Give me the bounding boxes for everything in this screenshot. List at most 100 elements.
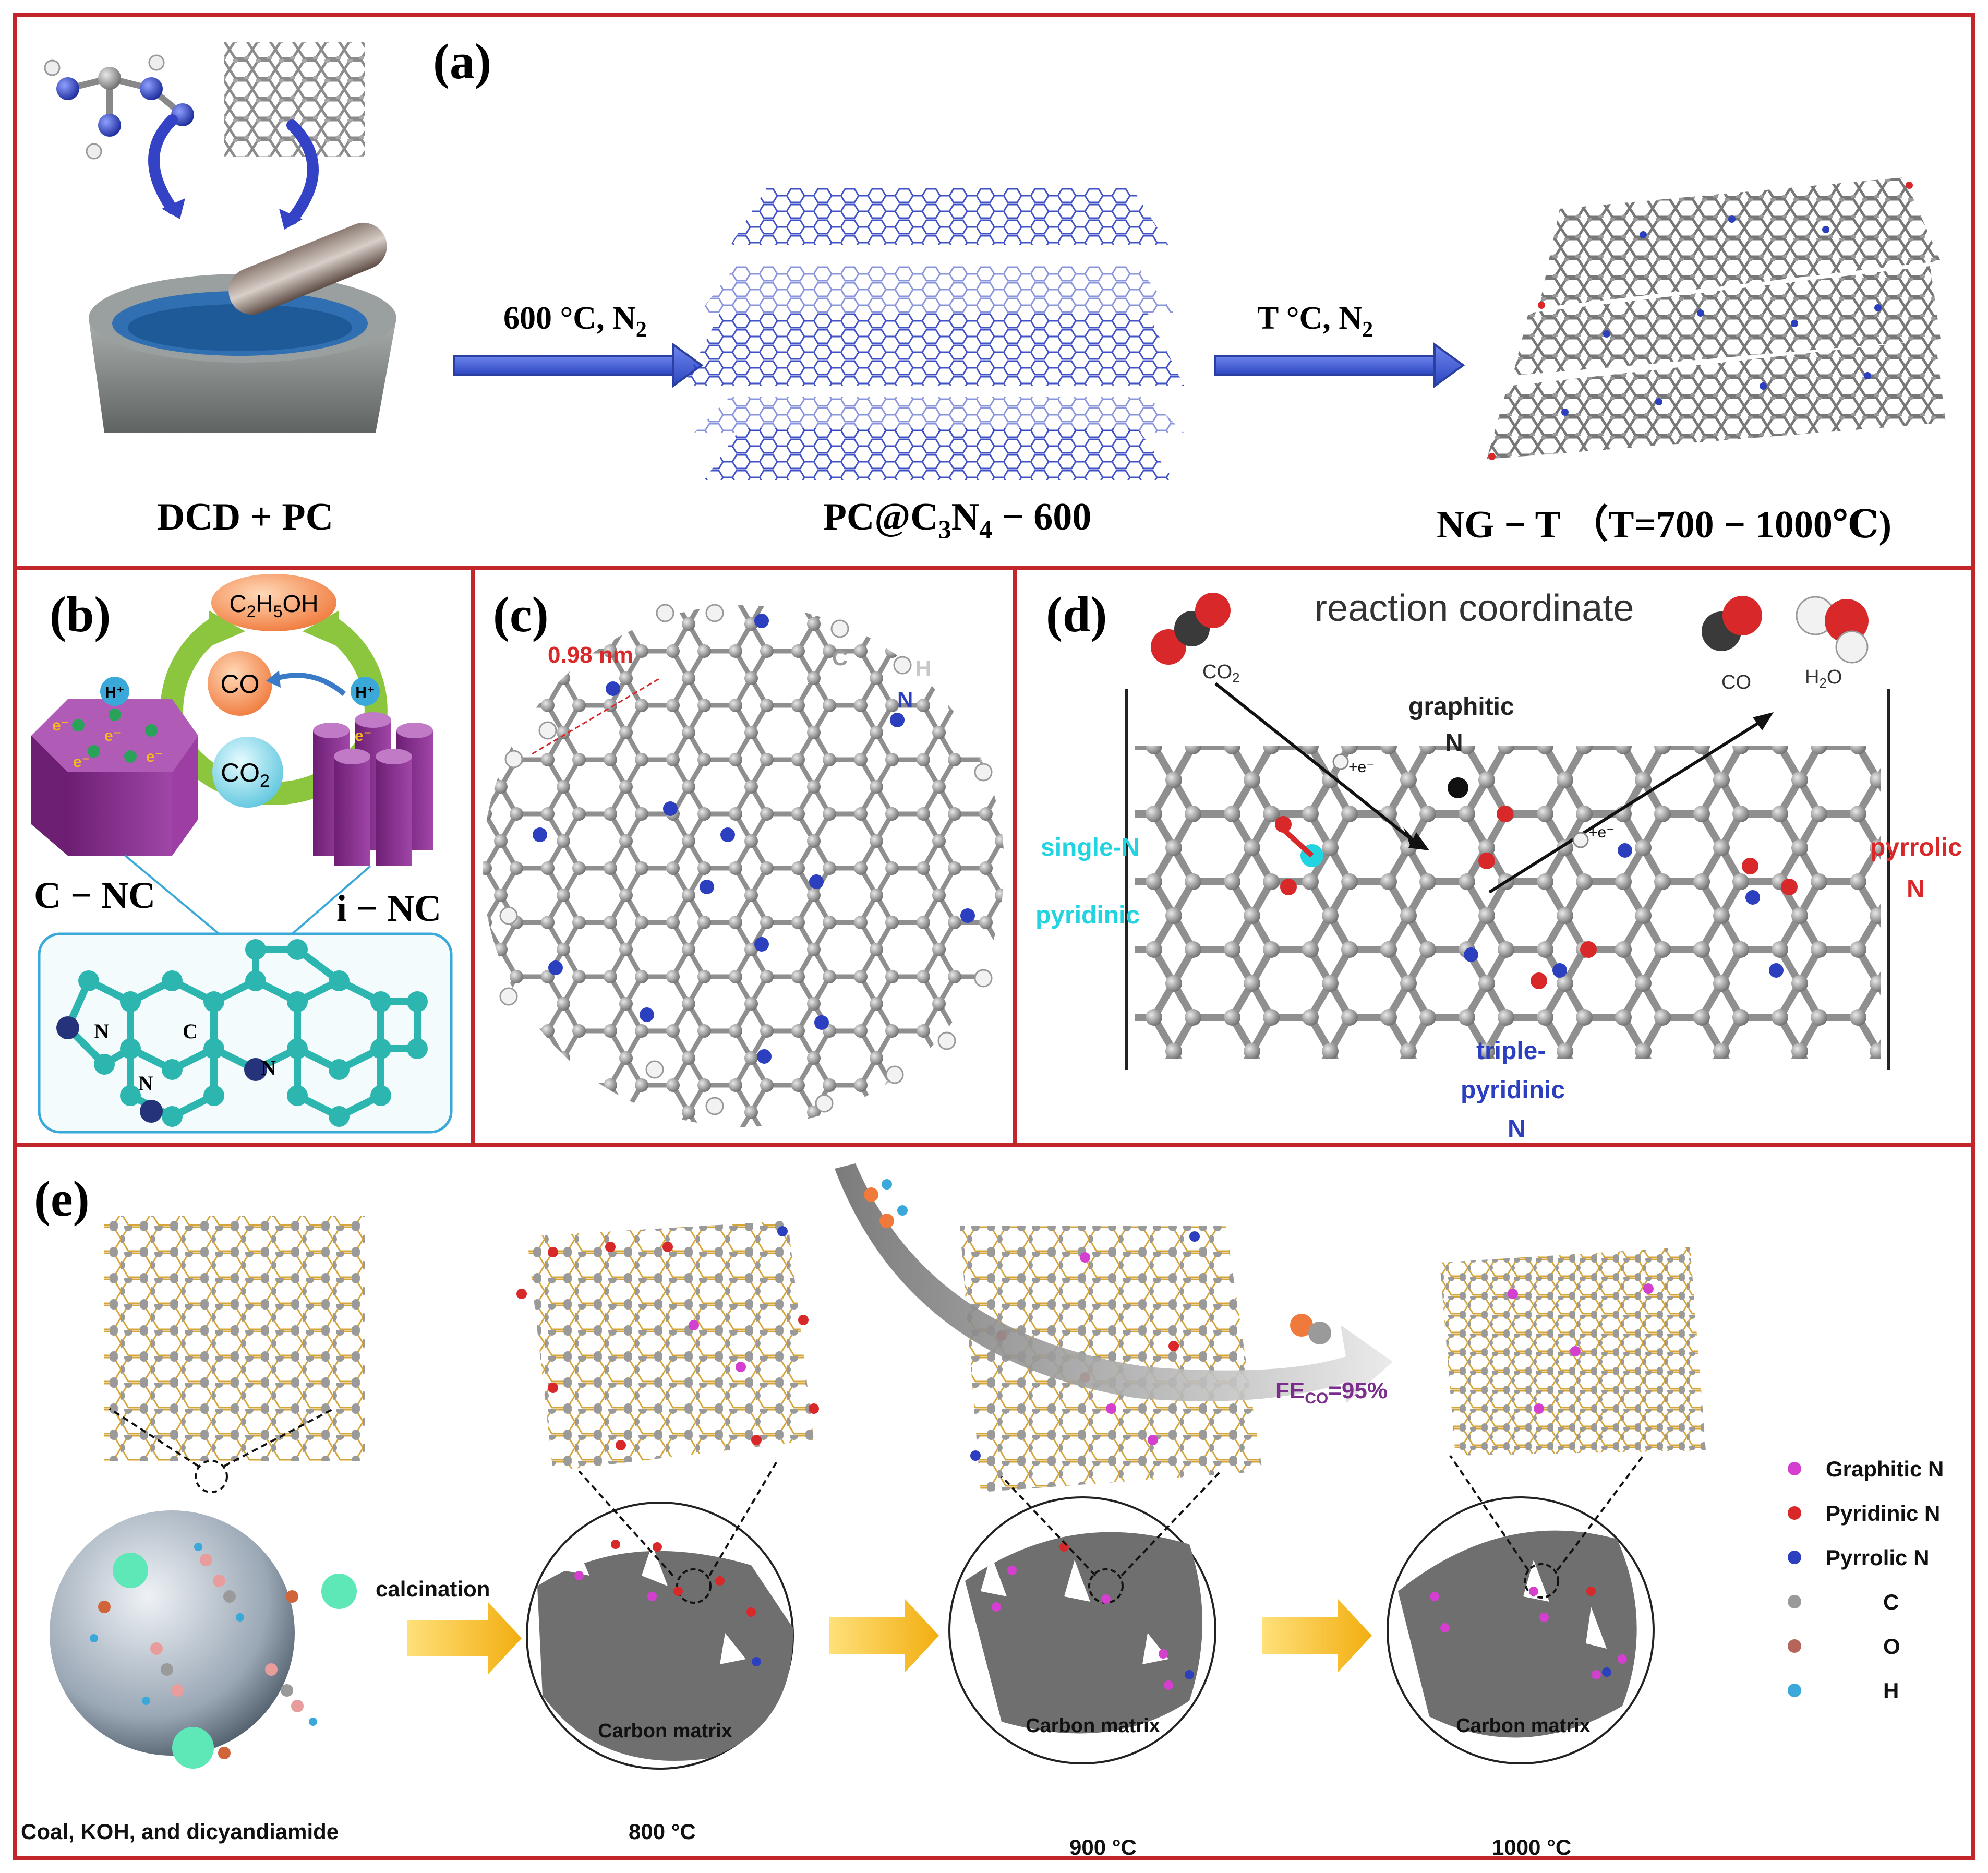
i-nc-cylinders: H⁺ e⁻: [313, 677, 433, 866]
legend-marker: [1788, 1595, 1801, 1608]
sheet-900: [960, 1226, 1262, 1492]
legend-label: C: [1883, 1590, 1899, 1614]
svg-text:e⁻: e⁻: [104, 727, 122, 745]
panel-c: (c) 0.98 nm C H N: [483, 586, 1004, 1127]
svg-text:N: N: [897, 687, 913, 712]
svg-text:+e⁻: +e⁻: [1348, 759, 1375, 776]
caption-1000: 1000 °C: [1492, 1835, 1571, 1859]
svg-text:N: N: [138, 1072, 153, 1095]
svg-text:CO2: CO2: [221, 758, 270, 791]
pc-molecule: [224, 42, 365, 157]
svg-text:CO: CO: [1721, 671, 1751, 693]
arrow-800-900: [829, 1599, 939, 1672]
svg-text:N: N: [261, 1056, 276, 1079]
caption-800: 800 °C: [629, 1819, 696, 1844]
legend-marker: [1788, 1462, 1801, 1475]
svg-text:e⁻: e⁻: [52, 717, 69, 734]
co-bubble: CO: [208, 651, 272, 716]
i-nc-label: i − NC: [336, 887, 441, 929]
svg-text:+e⁻: +e⁻: [1588, 824, 1615, 841]
nitrogen-atoms-c: [533, 614, 975, 1064]
arrow-600c: [453, 342, 704, 388]
svg-text:graphitic: graphitic: [1408, 693, 1514, 721]
svg-text:H⁺: H⁺: [355, 684, 375, 701]
panel-b-label: (b): [50, 586, 111, 642]
hydrogen-atoms-c: [499, 604, 993, 1115]
caption-900: 900 °C: [1069, 1835, 1137, 1859]
carbon-matrix-1000: Carbon matrix: [1387, 1496, 1655, 1764]
panel-b: (b) C2H5OH CO CO2 e⁻: [31, 574, 453, 1134]
adsorbates-d: +e⁻ +e⁻: [1275, 753, 1798, 989]
svg-text:H2O: H2O: [1805, 666, 1842, 691]
legend-label: H: [1883, 1678, 1899, 1703]
graphene-flake-c: [483, 605, 1004, 1127]
legend-label: Graphitic N: [1826, 1457, 1944, 1481]
legend-marker: [1788, 1506, 1801, 1520]
graphene-sheet-d: [1135, 746, 1881, 1059]
panel-frames: [13, 13, 1975, 1860]
arrow-calcination: [407, 1602, 522, 1675]
nc-structure-inset: C N N N: [38, 932, 453, 1134]
c3n4-layers: [683, 188, 1184, 480]
svg-text:C: C: [832, 645, 848, 670]
legend-marker: [1788, 1551, 1801, 1564]
svg-text:e⁻: e⁻: [73, 753, 90, 771]
arrow-600c-label: 600 °C, N2: [503, 301, 647, 342]
caption-dcd-pc: DCD + PC: [157, 496, 333, 538]
carbon-matrix-900: Carbon matrix: [948, 1496, 1216, 1764]
svg-text:pyridinic: pyridinic: [1035, 902, 1140, 929]
c-nc-prism: e⁻ e⁻ e⁻ e⁻ H⁺: [31, 677, 198, 856]
legend-label: Pyrrolic N: [1826, 1545, 1929, 1570]
panel-a: (a): [44, 33, 1946, 546]
panel-e-label: (e): [34, 1171, 90, 1227]
svg-text:pyridinic: pyridinic: [1461, 1076, 1565, 1104]
arrow-tc: [1214, 342, 1465, 388]
co-molecule-d: [1702, 596, 1762, 651]
sheet-pristine: [104, 1216, 365, 1461]
precursor-molecules: [90, 1543, 357, 1769]
svg-text:CO: CO: [221, 669, 260, 699]
caption-pc-c3n4: PC@C3N4 − 600: [823, 496, 1092, 544]
h2o-molecule-d: [1796, 596, 1869, 664]
svg-text:N: N: [1445, 729, 1463, 757]
carbon-matrix-800: Carbon matrix: [526, 1502, 794, 1770]
caption-ng-t: NG − T （T=700 − 1000℃): [1437, 503, 1891, 546]
svg-text:N: N: [1907, 875, 1925, 903]
svg-text:H: H: [915, 656, 931, 680]
svg-text:Carbon matrix: Carbon matrix: [1026, 1715, 1160, 1737]
svg-text:single-N: single-N: [1041, 834, 1139, 861]
svg-text:N: N: [1508, 1115, 1526, 1143]
arrow-tc-label: T °C, N2: [1257, 301, 1373, 342]
mortar-pestle-illustration: [44, 42, 396, 433]
svg-text:triple-: triple-: [1476, 1037, 1546, 1065]
dcd-molecule: [44, 54, 194, 160]
svg-text:C2H5OH: C2H5OH: [229, 590, 318, 621]
legend-marker: [1788, 1639, 1801, 1653]
legend-label: Pyridinic N: [1826, 1501, 1940, 1526]
arrow-900-1000: [1262, 1599, 1372, 1672]
panel-c-label: (c): [493, 586, 549, 642]
co2-bubble: CO2: [212, 737, 283, 808]
panel-d-label: (d): [1046, 586, 1107, 642]
svg-text:N: N: [94, 1019, 109, 1043]
caption-precursor: Coal, KOH, and dicyandiamide: [21, 1819, 339, 1844]
fe-arc-molecules: [864, 1179, 1331, 1344]
svg-text:e⁻: e⁻: [146, 748, 163, 765]
svg-text:CO2: CO2: [1202, 661, 1239, 686]
precursor-sphere: [50, 1510, 295, 1756]
fe-arc-arrow: [835, 1163, 1393, 1403]
ethanol-bubble: C2H5OH: [211, 574, 336, 631]
distance-label: 0.98 nm: [548, 642, 633, 668]
panel-e: (e) FECO=95%: [21, 1163, 1944, 1859]
co2-molecule-d: [1151, 593, 1231, 665]
svg-text:Carbon matrix: Carbon matrix: [1456, 1715, 1591, 1737]
sheet-800: [527, 1221, 814, 1471]
legend-marker: [1788, 1684, 1801, 1697]
svg-text:C: C: [183, 1019, 198, 1043]
panel-d: (d) reaction coordinate CO2 CO H2O +e⁻: [1035, 586, 1962, 1143]
reaction-coordinate-title: reaction coordinate: [1315, 587, 1634, 629]
svg-text:Carbon matrix: Carbon matrix: [598, 1720, 732, 1742]
svg-text:e⁻: e⁻: [355, 727, 372, 745]
fe-co-label: FECO=95%: [1275, 1378, 1388, 1407]
